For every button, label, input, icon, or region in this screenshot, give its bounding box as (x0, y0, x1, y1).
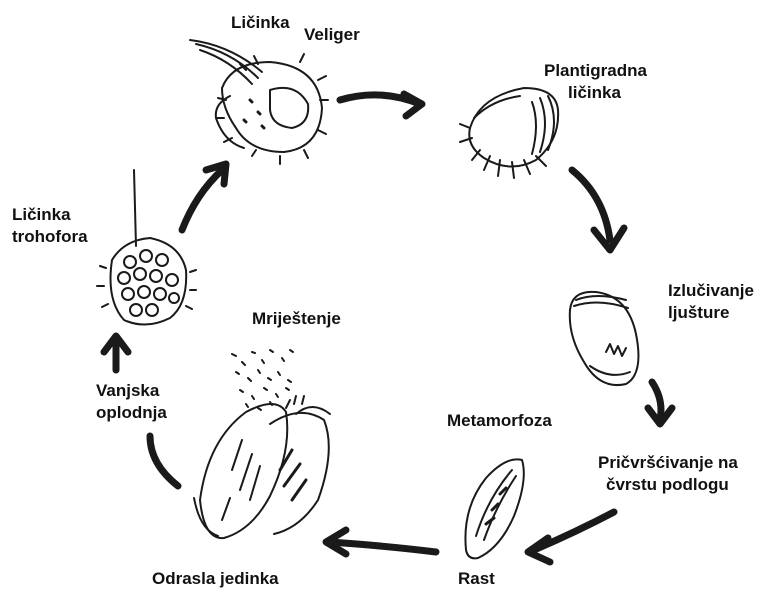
label-trohofora-line1: Ličinka (12, 204, 88, 226)
label-plantigradna-line2: ličinka (544, 82, 647, 104)
label-pricvrscivanje-line1: Pričvršćivanje na (598, 452, 738, 474)
label-licinka: Ličinka (231, 12, 290, 34)
growth-shell-illustration (465, 459, 523, 558)
label-metamorfoza: Metamorfoza (447, 410, 552, 432)
trochophore-larva-illustration (97, 170, 196, 325)
arrow-veliger-to-plantigrade (340, 94, 422, 116)
arrow-trochophore-to-veliger (182, 164, 226, 230)
label-vanjska-line1: Vanjska (96, 380, 167, 402)
arrow-fertilization-to-trochophore (104, 336, 128, 370)
label-izlucivanje-line1: Izlučivanje (668, 280, 754, 302)
label-trohofora-line2: trohofora (12, 226, 88, 248)
adult-mussel-illustration (194, 396, 330, 538)
arrow-growth-to-adult (326, 530, 436, 554)
spawning-particles-illustration (232, 350, 293, 410)
arrow-plantigrade-to-shell (572, 170, 624, 250)
veliger-larva-illustration (190, 40, 328, 164)
label-vanjska-line2: oplodnja (96, 402, 167, 424)
label-rast: Rast (458, 568, 495, 590)
arrow-shell-to-attachment (648, 382, 672, 424)
label-veliger: Veliger (304, 24, 360, 46)
label-izlucivanje-line2: ljušture (668, 302, 754, 324)
label-plantigradna-line1: Plantigradna (544, 60, 647, 82)
label-odrasla-jedinka: Odrasla jedinka (152, 568, 279, 590)
label-pricvrscivanje-line2: čvrstu podlogu (598, 474, 738, 496)
arrow-attachment-to-growth (528, 512, 614, 562)
label-izlucivanje-ljusture: Izlučivanje ljušture (668, 280, 754, 324)
label-pricvrscivanje: Pričvršćivanje na čvrstu podlogu (598, 452, 738, 496)
label-vanjska-oplodnja: Vanjska oplodnja (96, 380, 167, 424)
arrow-adult-to-fertilization (150, 436, 178, 486)
label-mrijestenje: Mriještenje (252, 308, 341, 330)
label-plantigradna-licinka: Plantigradna ličinka (544, 60, 647, 104)
shell-secretion-illustration (570, 292, 639, 385)
label-licinka-trohofora: Ličinka trohofora (12, 204, 88, 248)
